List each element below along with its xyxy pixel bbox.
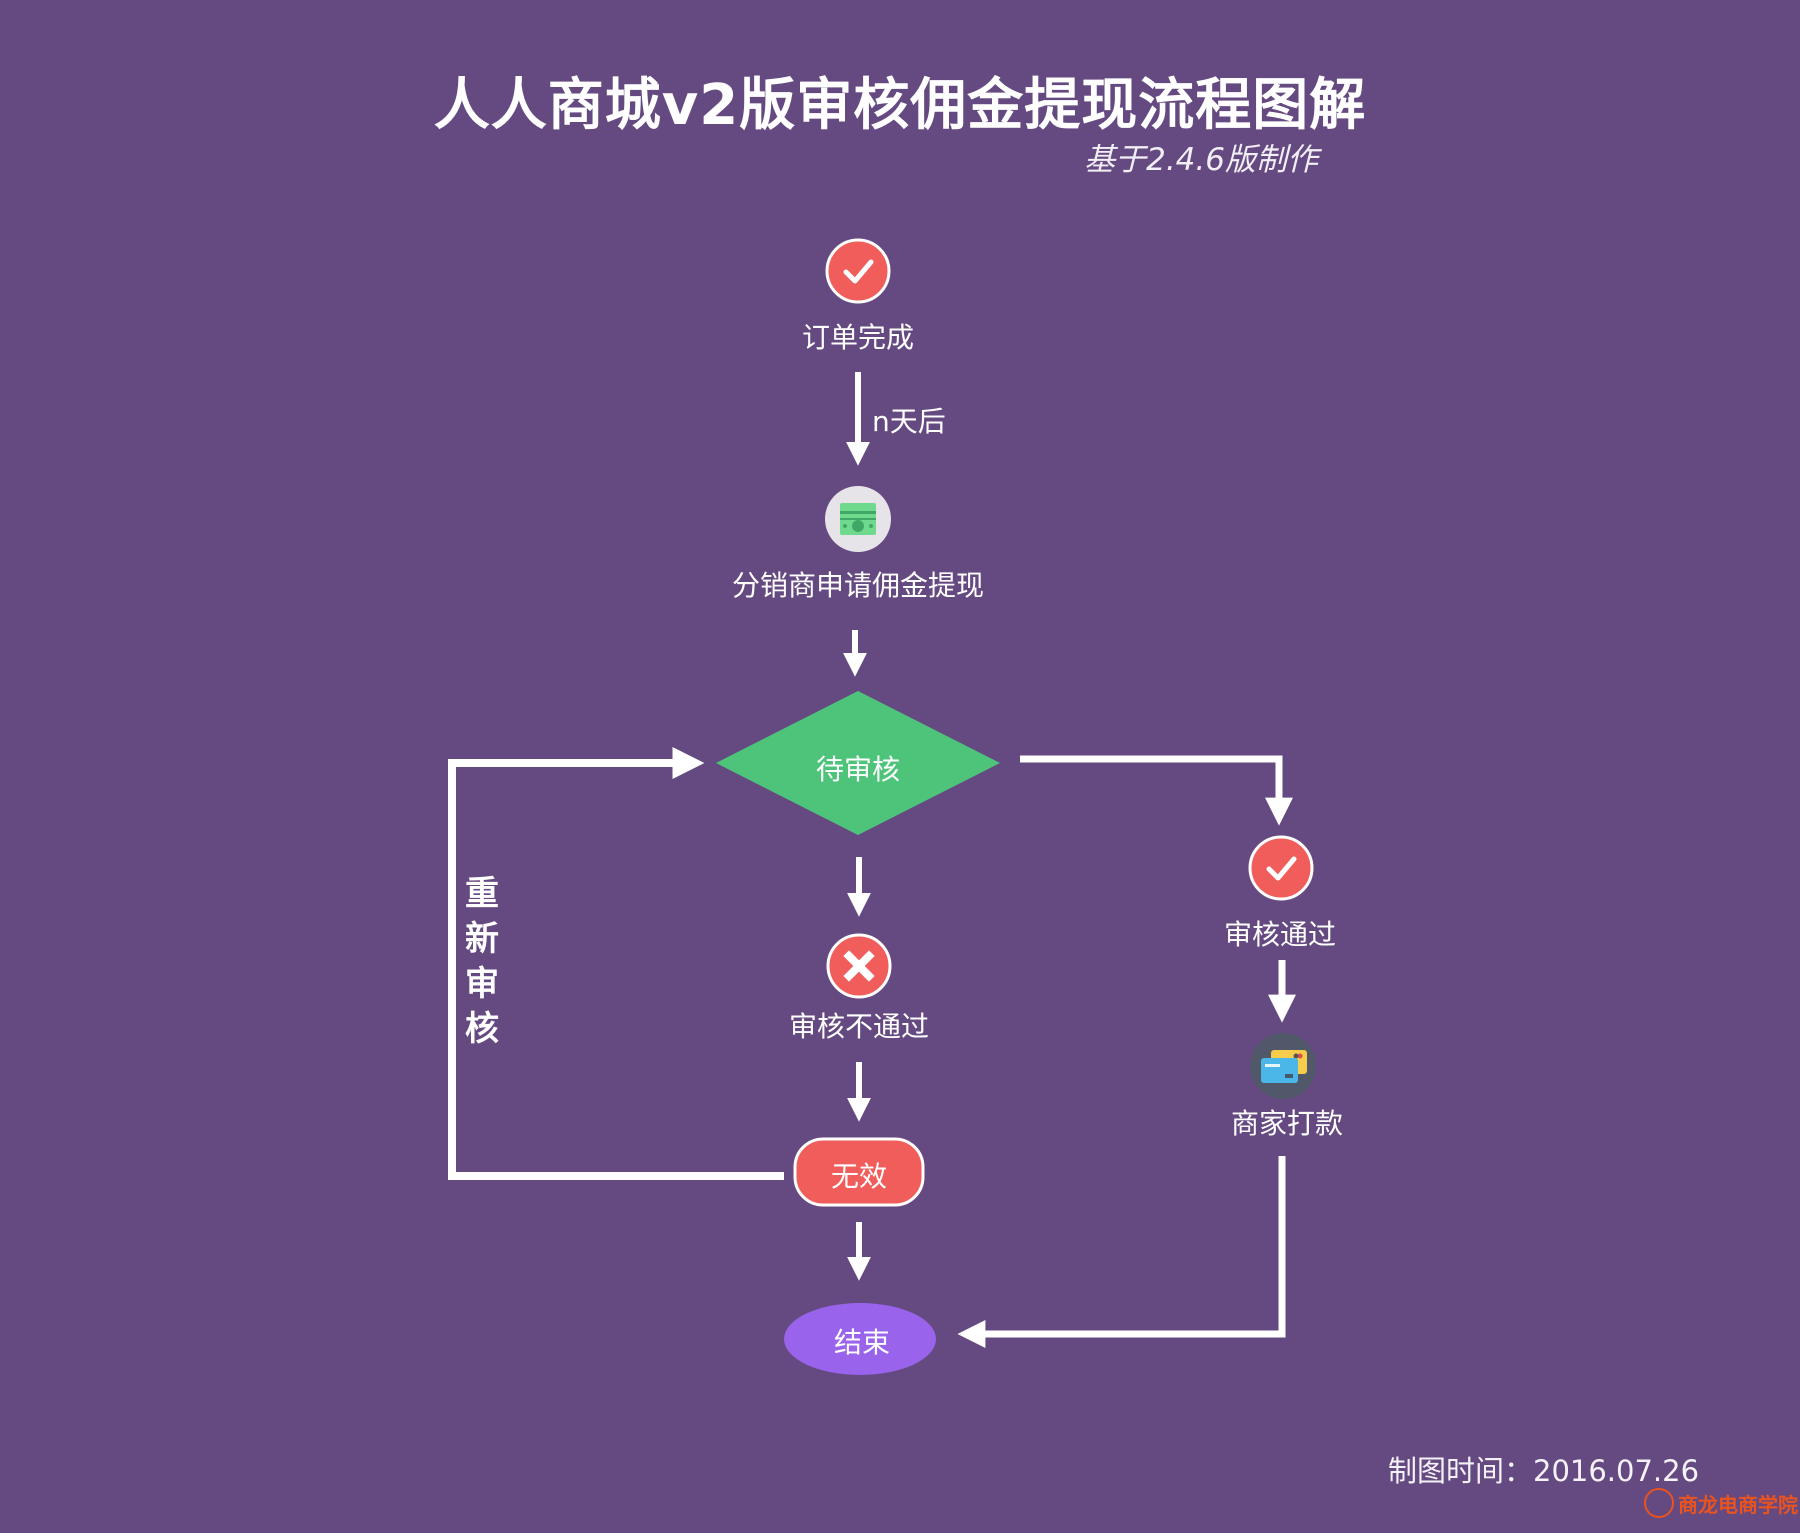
order-complete-node — [825, 238, 891, 304]
watermark-logo: 商龙电商学院 — [1644, 1488, 1798, 1518]
review-passed-label: 审核通过 — [1223, 918, 1336, 951]
logo-text: 商龙电商学院 — [1678, 1492, 1798, 1517]
review-passed-node — [1248, 835, 1314, 901]
arrow-re-review-loop — [448, 747, 784, 1180]
review-failed-label: 审核不通过 — [788, 1010, 929, 1043]
page-title: 人人商城v2版审核佣金提现流程图解 — [433, 73, 1367, 138]
money-icon — [840, 503, 876, 535]
re-review-char: 新 — [465, 919, 499, 959]
arrow-pending-to-passed — [1020, 755, 1293, 826]
page-subtitle: 基于2.4.6版制作 — [1084, 142, 1318, 178]
check-icon — [1266, 856, 1297, 881]
after-n-days-label: n天后 — [872, 405, 946, 438]
re-review-label: 重 新 审 核 — [462, 872, 502, 1052]
pending-review-label: 待审核 — [815, 753, 900, 786]
logo-emblem-icon — [1644, 1488, 1674, 1518]
re-review-char: 审 — [465, 964, 499, 1004]
order-complete-label: 订单完成 — [801, 321, 914, 354]
arrow-pay-to-end — [957, 1156, 1286, 1348]
invalid-pill — [793, 1137, 925, 1207]
end-ellipse — [784, 1303, 936, 1375]
review-failed-node — [826, 933, 892, 999]
credit-card-icon — [1261, 1050, 1307, 1083]
check-icon — [843, 259, 874, 284]
merchant-pay-label: 商家打款 — [1230, 1107, 1343, 1140]
invalid-label: 无效 — [830, 1160, 887, 1193]
chart-date: 制图时间：2016.07.26 — [1388, 1454, 1700, 1488]
pending-review-diamond — [716, 691, 1000, 835]
x-icon — [843, 950, 875, 982]
end-label: 结束 — [833, 1326, 890, 1359]
apply-withdraw-label: 分销商申请佣金提现 — [731, 569, 984, 602]
re-review-char: 重 — [465, 874, 499, 914]
money-node — [825, 486, 891, 552]
re-review-char: 核 — [465, 1009, 499, 1049]
merchant-pay-node — [1250, 1033, 1316, 1099]
